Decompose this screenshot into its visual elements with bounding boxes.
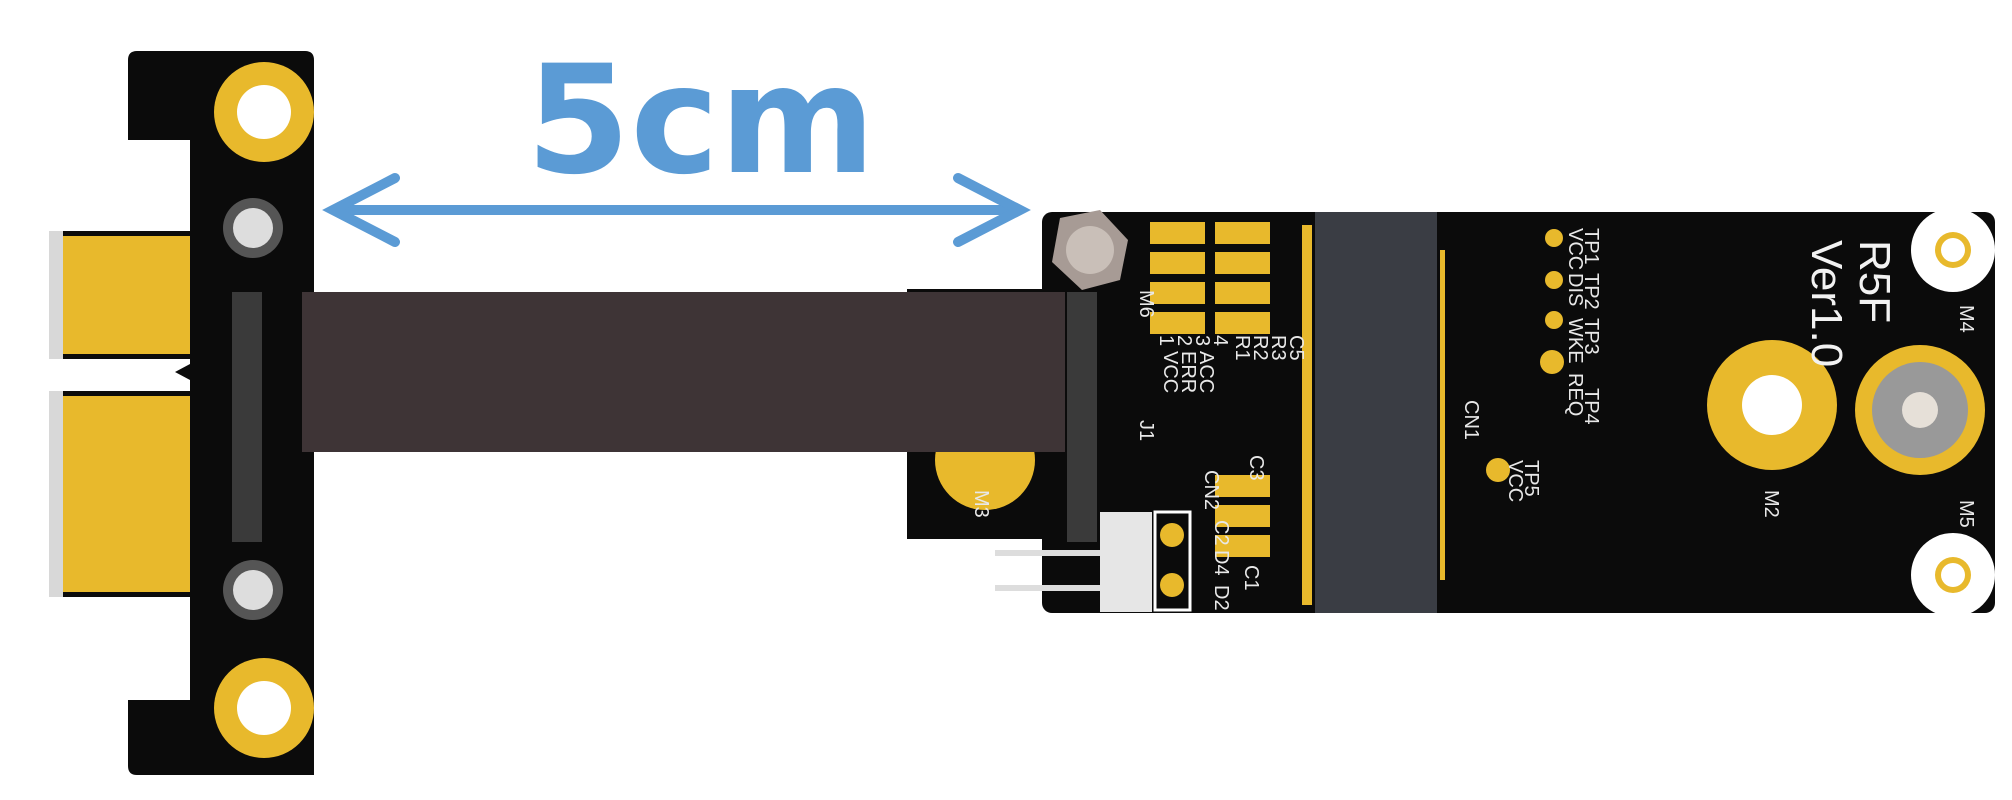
led4-label: 4 (1209, 335, 1231, 346)
screw-icon (223, 198, 283, 620)
pcie-x1-board (49, 51, 314, 775)
tp5-label: TP5 (1520, 460, 1542, 497)
d2-label: D2 (1210, 585, 1232, 611)
test-points (1486, 229, 1564, 482)
c5-label: C5 (1285, 335, 1307, 361)
m2-label: M2 (1760, 490, 1782, 518)
tp1-label: TP1 (1580, 228, 1602, 265)
tp5-signal: VCC (1504, 460, 1526, 502)
led3-label: 3 (1191, 335, 1213, 346)
ribbon-cable (302, 292, 1065, 452)
j1-label: J1 (1135, 420, 1157, 441)
m3-label: M3 (970, 490, 992, 518)
smd-pads (1150, 222, 1270, 557)
tp4-signal: REQ (1564, 373, 1586, 416)
m5-label: M5 (1955, 500, 1977, 528)
c3-label: C3 (1245, 455, 1267, 481)
board-version: Ver1.0 (1802, 240, 1851, 367)
r1-label: R1 (1231, 335, 1253, 361)
tp3-signal: WKE (1564, 318, 1586, 364)
led-acc-label: ACC (1195, 351, 1217, 393)
c1-label: C1 (1240, 565, 1262, 591)
gold-fingers (62, 236, 190, 592)
pin-header (232, 292, 1097, 542)
r2-label: R2 (1249, 335, 1271, 361)
cn1-label: CN1 (1460, 400, 1482, 440)
dimension-label: 5cm (526, 34, 876, 208)
led-vcc-label: VCC (1159, 351, 1181, 393)
m6-label: M6 (1135, 290, 1157, 318)
tp2-signal: DIS (1564, 273, 1586, 306)
led2-label: 2 (1173, 335, 1195, 346)
tp4-label: TP4 (1580, 388, 1602, 425)
c2-label: C2 (1210, 520, 1232, 546)
led1-label: 1 (1155, 335, 1177, 346)
d4-label: D4 (1210, 550, 1232, 576)
tp2-label: TP2 (1580, 273, 1602, 310)
r3-label: R3 (1267, 335, 1289, 361)
cn2-header (1153, 510, 1192, 612)
standoff-nut (1052, 210, 1128, 290)
m4-label: M4 (1955, 305, 1977, 333)
tp1-signal: VCC (1564, 228, 1586, 270)
led-err-label: ERR (1177, 351, 1199, 393)
tp3-label: TP3 (1580, 318, 1602, 355)
cn2-label: CN2 (1200, 470, 1222, 510)
dimension-arrow (322, 173, 1031, 247)
board-model: R5F (1850, 240, 1899, 323)
m2-connector (1315, 212, 1437, 613)
